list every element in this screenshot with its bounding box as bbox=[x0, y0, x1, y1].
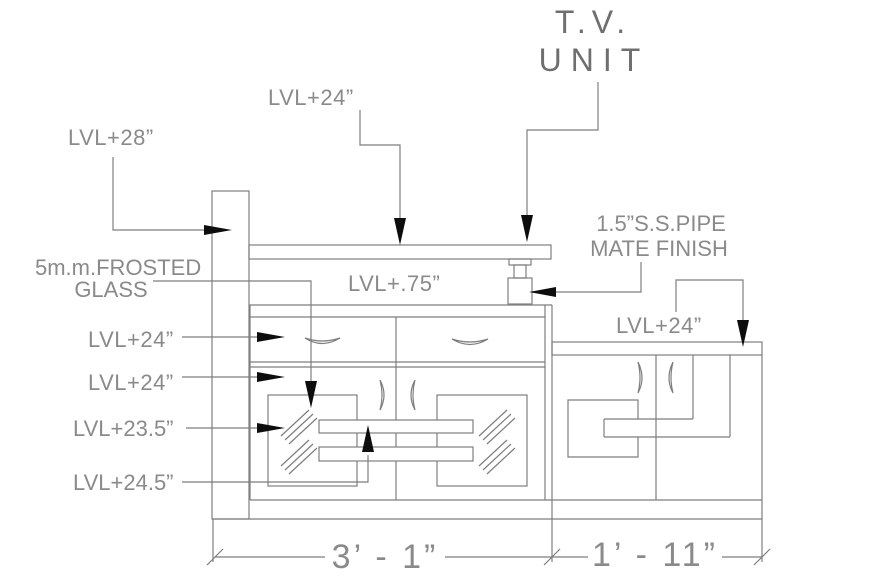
arrow-tv-unit bbox=[521, 215, 533, 242]
pipe-stem bbox=[513, 264, 527, 279]
niche-step-lower bbox=[604, 355, 731, 438]
tv-counter-top-slab bbox=[248, 244, 552, 260]
door-handle-left bbox=[379, 379, 385, 411]
arrow-ss-pipe bbox=[529, 287, 556, 297]
glass-hatch-right bbox=[478, 409, 516, 475]
label-lvl28: LVL+28” bbox=[68, 125, 154, 150]
drawer-pull-right bbox=[451, 338, 489, 346]
arrow-lvl24-right bbox=[737, 320, 749, 347]
label-frosted-line1: 5m.m.FROSTED bbox=[35, 255, 201, 280]
niche-pocket-outline bbox=[567, 399, 639, 458]
dimension-left-span: 3’ - 1” bbox=[332, 538, 439, 576]
arrow-lvl24-top bbox=[394, 218, 406, 245]
right-unit-handle-left bbox=[637, 361, 643, 394]
right-unit-handle-right bbox=[668, 361, 674, 394]
cross-shelf-bar-lower bbox=[318, 446, 474, 462]
label-frosted-line2: GLASS bbox=[74, 277, 147, 302]
label-lvl23-5: LVL+23.5” bbox=[73, 416, 174, 441]
frosted-glass-panel-right bbox=[436, 394, 528, 487]
niche-step-upper bbox=[604, 355, 694, 420]
left-side-panel bbox=[211, 190, 250, 520]
leader-lvl24-right bbox=[675, 279, 744, 321]
leader-tv-unit bbox=[526, 82, 599, 216]
drawing-title-line2: UNIT bbox=[539, 42, 650, 78]
label-ss-pipe-line2: MATE FINISH bbox=[590, 236, 728, 261]
dimension-right-span: 1’ - 11” bbox=[592, 536, 718, 574]
cross-shelf-bar-upper bbox=[318, 419, 474, 434]
drawer-pull-left bbox=[304, 337, 341, 345]
label-lvl24-right: LVL+24” bbox=[616, 313, 702, 338]
right-unit-counter-top bbox=[551, 341, 763, 356]
leader-frosted-glass bbox=[153, 280, 312, 382]
leader-lvl28 bbox=[112, 157, 207, 231]
frosted-glass-panel-left bbox=[267, 394, 358, 487]
label-lvl24-top: LVL+24” bbox=[268, 85, 354, 110]
label-lvl24-5: LVL+24.5” bbox=[73, 470, 174, 495]
dim-tick-middle bbox=[543, 548, 561, 566]
arrow-lvl24-drawer bbox=[257, 332, 285, 342]
pipe-top-flange bbox=[508, 258, 532, 266]
label-lvl24-drawer: LVL+24” bbox=[88, 327, 174, 352]
dim-tick-right bbox=[753, 548, 771, 566]
glass-hatch-left bbox=[280, 409, 318, 475]
pipe-base-block bbox=[507, 277, 533, 305]
arrow-frosted-glass bbox=[305, 381, 317, 408]
label-ss-pipe-line1: 1.5”S.S.PIPE bbox=[596, 211, 726, 236]
label-lvl-075: LVL+.75” bbox=[348, 271, 440, 296]
arrow-lvl24-5 bbox=[362, 425, 374, 452]
leader-lvl24-5 bbox=[182, 455, 369, 483]
label-lvl24-door: LVL+24” bbox=[88, 370, 174, 395]
dim-tick-left bbox=[206, 548, 224, 566]
arrow-lvl28 bbox=[204, 225, 232, 235]
door-handle-right bbox=[410, 379, 416, 411]
arrow-lvl24-door bbox=[257, 372, 285, 382]
drawing-title-line1: T.V. bbox=[555, 4, 631, 40]
leader-lvl24-top bbox=[359, 110, 401, 219]
leader-ss-pipe bbox=[553, 262, 642, 293]
arrow-lvl23-5 bbox=[257, 423, 285, 433]
